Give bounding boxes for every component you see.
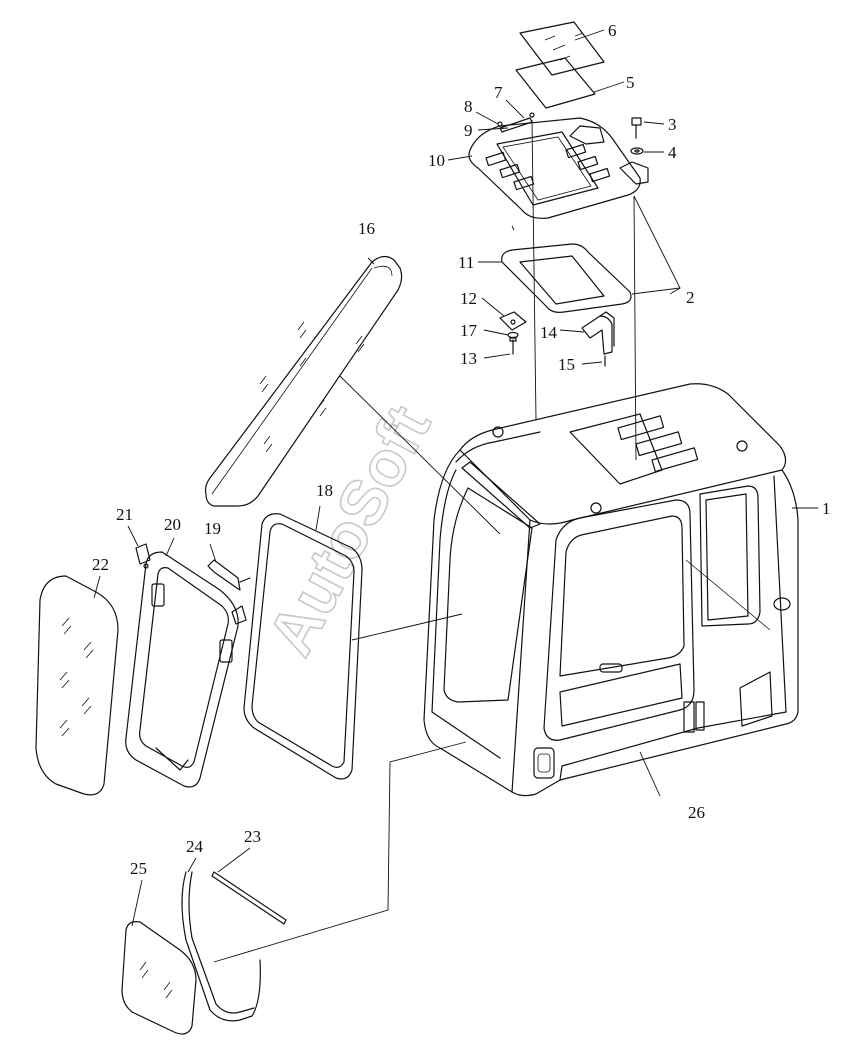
leader-lines — [93, 29, 818, 963]
callout-24: 24 — [186, 837, 204, 856]
callout-4: 4 — [668, 143, 677, 162]
watermark-text: AutoSoft — [254, 394, 444, 666]
callout-15: 15 — [558, 355, 575, 374]
callout-19: 19 — [204, 519, 221, 538]
callout-14: 14 — [540, 323, 558, 342]
callout-labels: 1 2 3 4 5 6 7 8 9 10 11 12 13 14 15 16 1… — [92, 21, 831, 878]
callout-21: 21 — [116, 505, 133, 524]
callout-20: 20 — [164, 515, 181, 534]
part-11-inner-frame — [501, 243, 632, 313]
part-17-washer — [507, 331, 519, 339]
callout-11: 11 — [458, 253, 474, 272]
callout-13: 13 — [460, 349, 477, 368]
part-12-bracket — [499, 311, 527, 331]
callout-22: 22 — [92, 555, 109, 574]
part-23-strip — [211, 871, 287, 925]
callout-3: 3 — [668, 115, 677, 134]
callout-2: 2 — [686, 288, 695, 307]
part-18-seal-frame — [243, 513, 363, 780]
callout-10: 10 — [428, 151, 445, 170]
callout-23: 23 — [244, 827, 261, 846]
part-16-upper-glass — [204, 255, 403, 507]
callout-8: 8 — [464, 97, 473, 116]
part-25-lower-glass — [121, 921, 197, 1035]
callout-12: 12 — [460, 289, 477, 308]
part-7-bracket — [497, 112, 535, 133]
part-4-washer — [630, 147, 644, 155]
part-24-seal — [181, 871, 261, 1022]
part-14-handle — [581, 311, 615, 355]
callout-5: 5 — [626, 73, 635, 92]
part-1-cab-body — [423, 383, 799, 797]
callout-7: 7 — [494, 83, 503, 102]
part-21-latch — [135, 543, 247, 625]
part-20-window-frame — [125, 551, 239, 788]
part-5-roof-seal — [515, 57, 596, 109]
part-19-handle — [207, 559, 251, 591]
part-10-roof-cover — [468, 117, 649, 219]
part-6-roof-glass — [519, 21, 605, 76]
part-13-screw — [509, 337, 517, 355]
part-22-side-glass — [35, 575, 119, 796]
callout-16: 16 — [358, 219, 375, 238]
callout-17: 17 — [460, 321, 478, 340]
callout-1: 1 — [822, 499, 831, 518]
part-3-bolt — [631, 117, 642, 139]
callout-6: 6 — [608, 21, 617, 40]
callout-26: 26 — [688, 803, 705, 822]
callout-9: 9 — [464, 121, 473, 140]
callout-18: 18 — [316, 481, 333, 500]
callout-25: 25 — [130, 859, 147, 878]
